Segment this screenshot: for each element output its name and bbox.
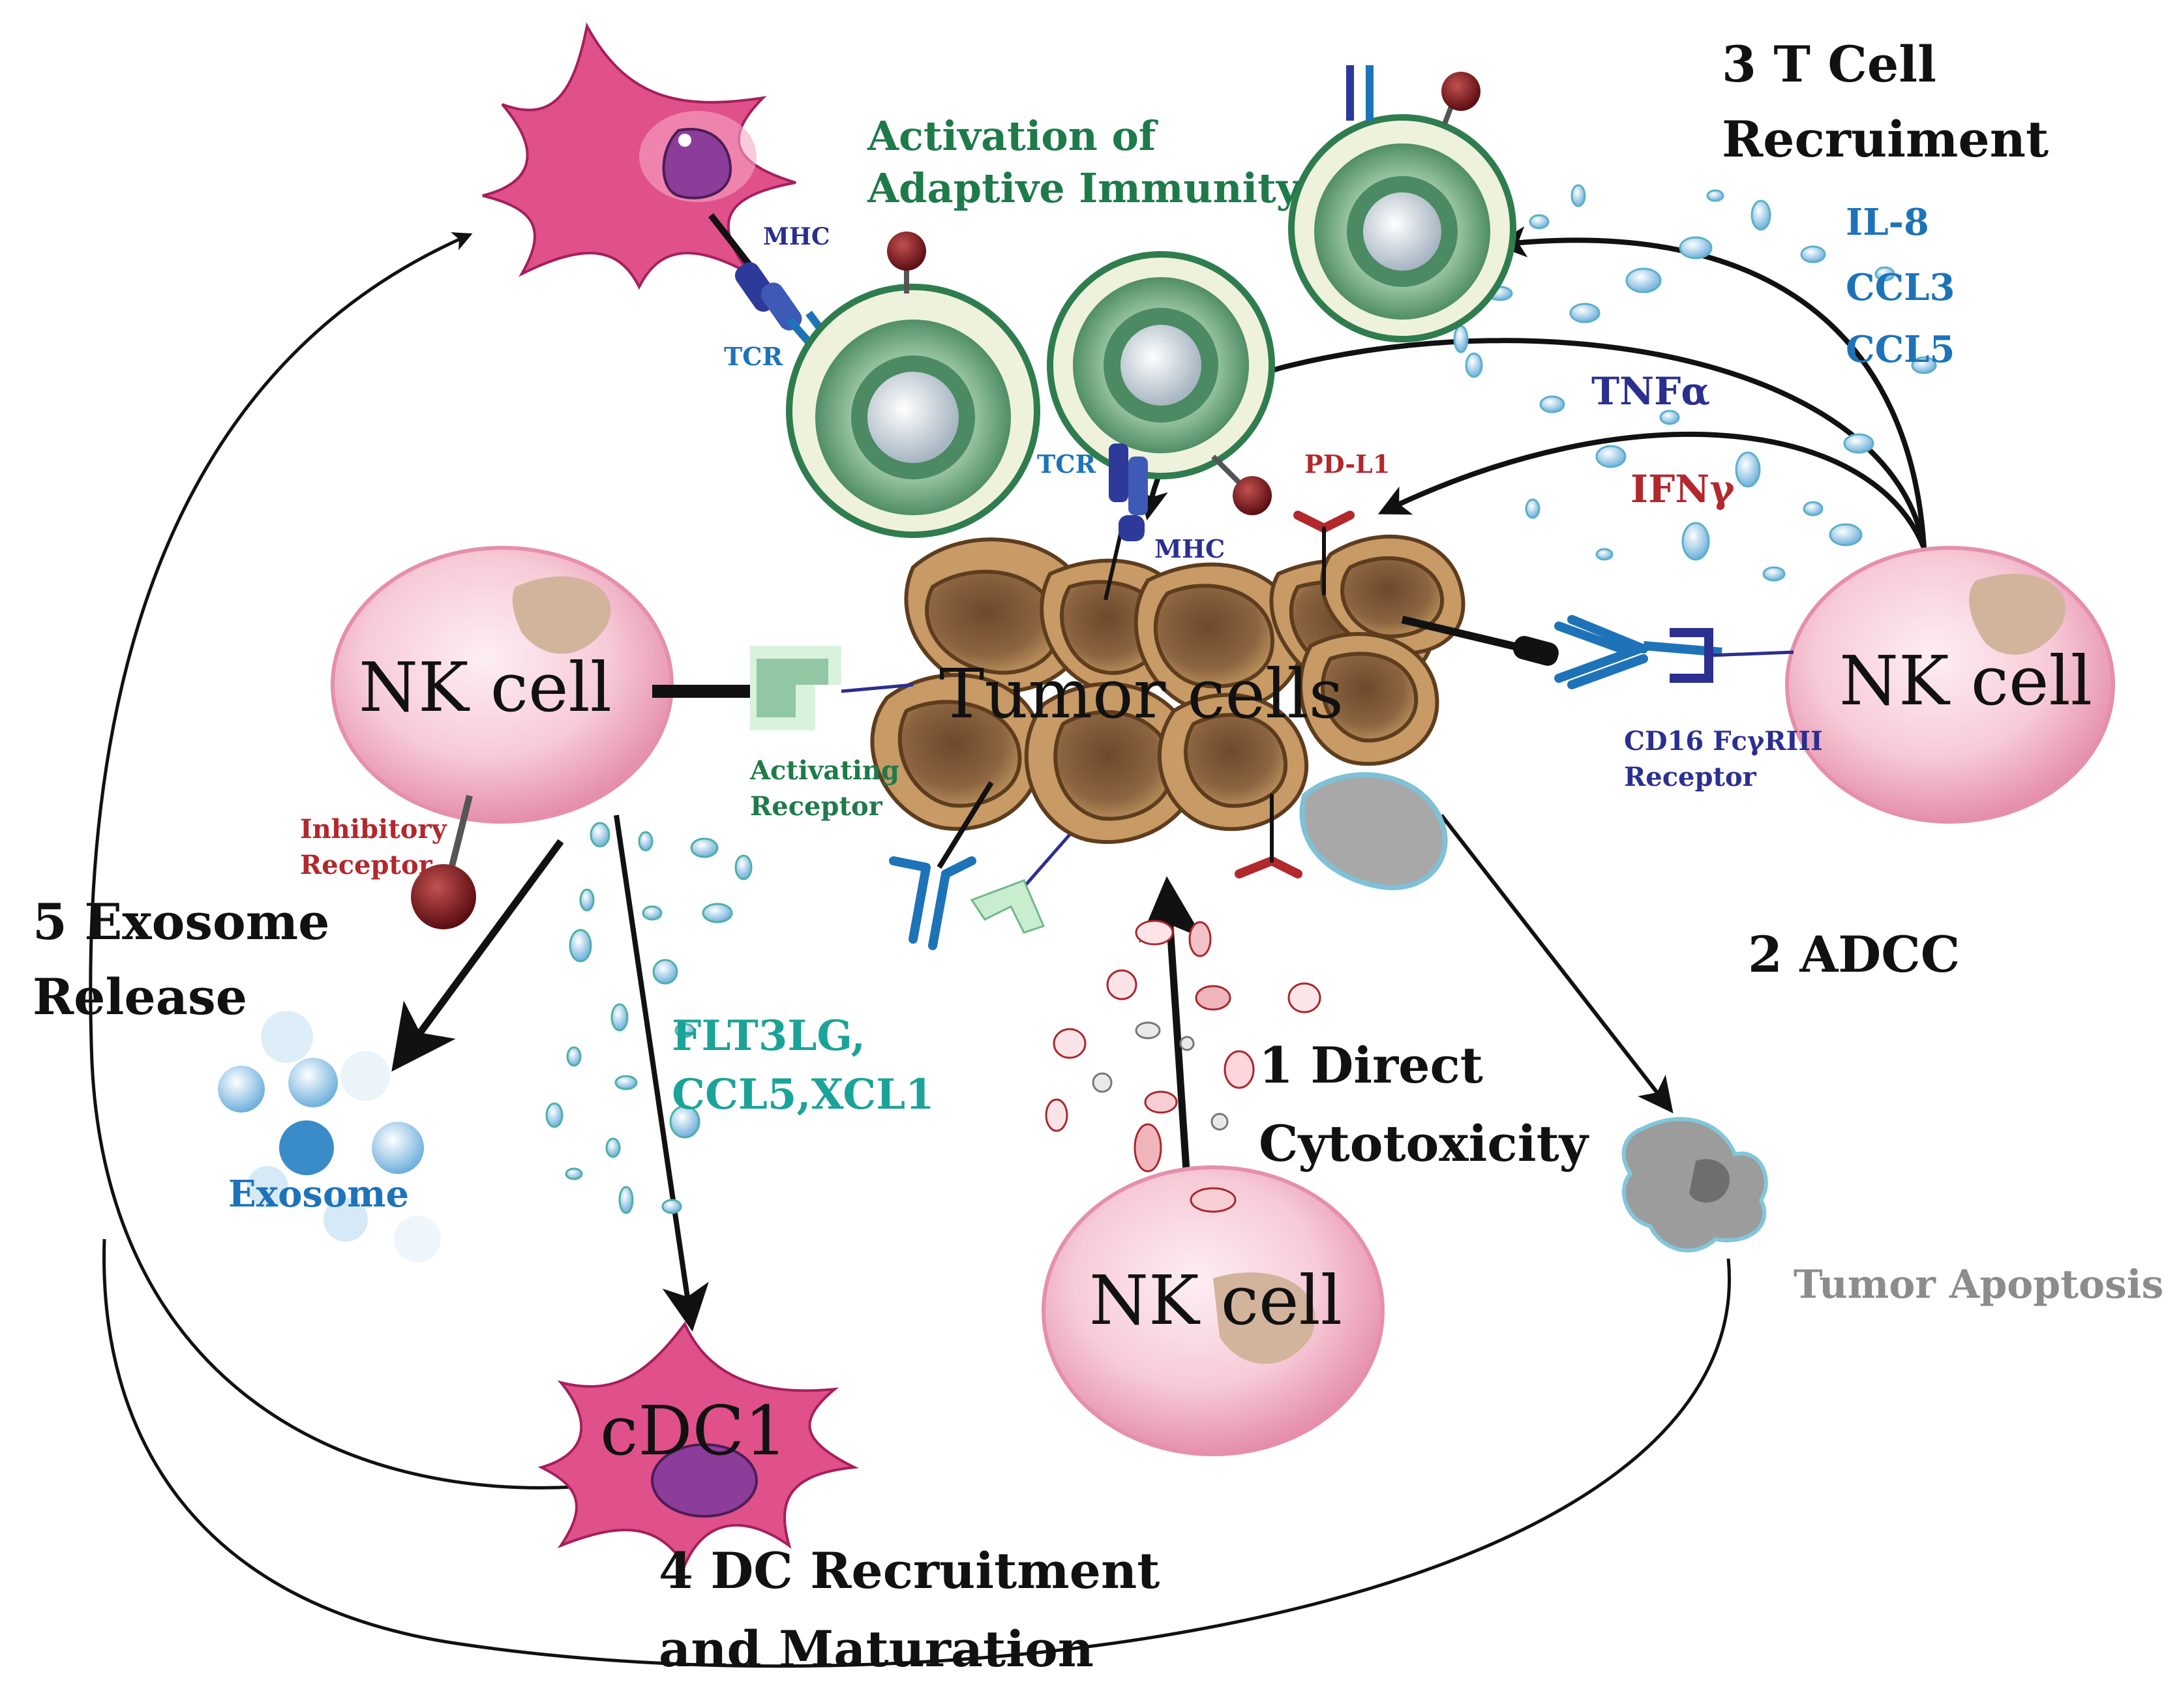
nk-cell-right — [1785, 546, 2115, 824]
activating-receptor-left — [652, 646, 914, 730]
label-activating-1: Activating — [749, 755, 899, 786]
apoptotic-tumor — [1621, 1117, 1768, 1253]
arrow-dc-recruit — [614, 815, 709, 1332]
label-tumor-cells: Tumor cells — [939, 654, 1344, 734]
label-mhc-center: MHC — [1154, 534, 1225, 563]
label-nk-right: NK cell — [1839, 641, 2092, 721]
pd-l1-receptors — [1235, 511, 1355, 878]
label-dc-recruit-1: 4 DC Recruitment — [659, 1542, 1160, 1600]
label-inhibitory-2: Receptor — [300, 850, 433, 880]
labels: Activation of Adaptive Immunity MHC TCR … — [33, 35, 2163, 1678]
label-ccl3: CCL3 — [1846, 266, 1955, 309]
label-mhc-top: MHC — [763, 223, 830, 250]
activating-receptor-bottom — [970, 833, 1071, 934]
label-flt3lg-2: CCL5,XCL1 — [672, 1070, 935, 1119]
label-flt3lg-1: FLT3LG, — [672, 1011, 865, 1060]
label-dc-recruit-2: and Maturation — [659, 1620, 1094, 1678]
cdc1-cell — [537, 1321, 860, 1568]
nk-cell-left — [331, 546, 674, 824]
label-tcr-center: TCR — [1037, 449, 1096, 479]
arrow-ifng — [1377, 431, 1927, 549]
label-cd16-1: CD16 FcγRIII — [1624, 726, 1823, 757]
arrow-apoptosis — [1439, 814, 1674, 1114]
label-exosome: Exosome — [228, 1173, 409, 1216]
label-tnfa: TNFα — [1591, 369, 1710, 413]
exosomes — [218, 1011, 441, 1263]
label-il8: IL-8 — [1846, 201, 1929, 244]
label-inhibitory-1: Inhibitory — [300, 814, 447, 845]
cytokine-droplets-left — [545, 822, 753, 1214]
t-cell-center — [1047, 251, 1275, 515]
t-cell-top-right — [1288, 65, 1516, 342]
tcr-mhc-center — [1104, 443, 1148, 601]
arrow-tcell-recruit — [1495, 226, 1927, 548]
label-exosome-release-1: 5 Exosome — [33, 893, 330, 951]
label-tumor-apoptosis: Tumor Apoptosis — [1794, 1262, 2163, 1308]
label-adcc: 2 ADCC — [1748, 925, 1960, 983]
label-nk-bottom: NK cell — [1089, 1261, 1342, 1340]
cytotoxic-granules — [1045, 920, 1321, 1173]
label-cdc1: cDC1 — [600, 1391, 787, 1471]
inhibitory-receptor-left — [411, 794, 476, 929]
cd16-receptor — [1401, 615, 1794, 689]
label-exosome-release-2: Release — [33, 968, 247, 1026]
label-pdl1: PD-L1 — [1304, 449, 1390, 479]
label-ifng: IFNγ — [1631, 467, 1735, 511]
dendritic-cell-top — [482, 22, 796, 290]
label-activating-2: Receptor — [750, 791, 883, 822]
label-activation-2: Adaptive Immunity — [867, 164, 1301, 212]
bottom-loop-curve — [102, 1238, 1732, 1668]
loop-arrow-to-dc — [89, 232, 575, 1490]
nk-cell-bottom — [1042, 1165, 1385, 1456]
arrow-exosome — [391, 839, 564, 1072]
label-direct-2: Cytotoxicity — [1259, 1115, 1589, 1173]
label-direct-1: 1 Direct — [1259, 1036, 1483, 1094]
label-ccl5: CCL5 — [1846, 328, 1955, 371]
antibody-bottom — [889, 781, 994, 950]
label-tcell-recruit-2: Recruiment — [1722, 110, 2049, 168]
label-activation-1: Activation of — [867, 112, 1158, 160]
tumor-cluster — [870, 534, 1465, 845]
label-cd16-2: Receptor — [1624, 762, 1757, 792]
dying-tumor-cell — [1299, 772, 1448, 890]
label-tcr-left: TCR — [724, 342, 783, 371]
t-cell-left — [786, 232, 1040, 538]
label-tcell-recruit-1: 3 T Cell — [1722, 35, 1936, 93]
label-nk-left: NK cell — [359, 648, 612, 727]
